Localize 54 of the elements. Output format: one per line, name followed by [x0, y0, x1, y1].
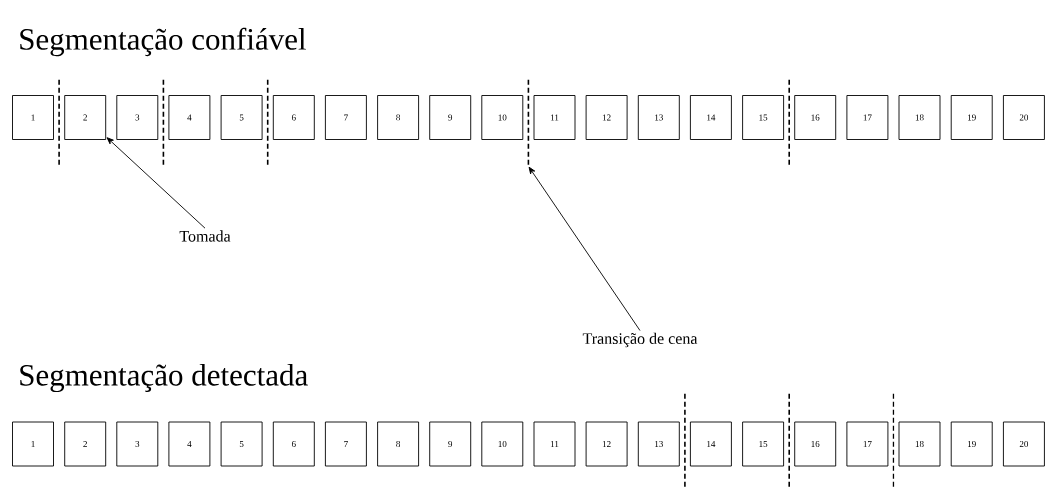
frame-box: 20: [1002, 421, 1045, 467]
frame-box: 1: [12, 95, 54, 140]
frame-box: 11: [533, 421, 576, 467]
frame-box: 16: [794, 95, 837, 140]
frame-box: 8: [377, 95, 420, 140]
frame-box: 15: [742, 95, 785, 140]
dashed-line: [788, 393, 790, 488]
frame-box: 2: [64, 95, 107, 140]
heading: Segmentação confiável: [20, 27, 306, 57]
dashed-line: [788, 79, 790, 167]
frame-box: 2: [64, 421, 107, 467]
frame-box: 9: [429, 95, 472, 140]
frame-box: 5: [220, 95, 263, 140]
heading: Segmentação detectada: [20, 363, 308, 393]
frame-box: 6: [272, 421, 315, 467]
dashed-line: [162, 79, 165, 167]
frame-box: 12: [585, 421, 628, 467]
frame-box: 18: [898, 95, 941, 140]
frame-box: 9: [429, 421, 472, 467]
frame-box: 17: [846, 421, 889, 467]
frame-box: 3: [116, 421, 159, 467]
dashed-line: [266, 79, 269, 167]
frame-box: 19: [950, 95, 993, 140]
frame-box: 13: [637, 95, 680, 140]
frame-box: 6: [272, 95, 315, 140]
frame-box: 8: [377, 421, 420, 467]
frame-box: 16: [794, 421, 837, 467]
frame-box: 19: [950, 421, 993, 467]
frame-box: 4: [168, 421, 211, 467]
frame-box: 17: [846, 95, 889, 140]
frame-box: 13: [637, 421, 680, 467]
frame-box: 4: [168, 95, 211, 140]
frame-box: 11: [533, 95, 576, 140]
frame-box: 18: [898, 421, 941, 467]
frame-box: 7: [324, 95, 367, 140]
callout-text: Transição de cena: [582, 332, 698, 348]
frame-box: 10: [481, 421, 524, 467]
dashed-line: [684, 393, 686, 488]
frame-box: 14: [689, 421, 732, 467]
dashed-line: [892, 393, 895, 488]
leader-arrow: [528, 166, 641, 331]
dashed-line: [527, 79, 530, 167]
frame-box: 5: [220, 421, 263, 467]
frame-box: 20: [1002, 95, 1045, 140]
frame-box: 10: [481, 95, 524, 140]
frame-box: 3: [116, 95, 159, 140]
frame-box: 15: [742, 421, 785, 467]
dashed-line: [58, 79, 60, 167]
frame-box: 7: [324, 421, 367, 467]
frame-box: 14: [689, 95, 732, 140]
frame-box: 12: [585, 95, 628, 140]
frame-box: 1: [12, 421, 54, 467]
callout-text: Tomada: [179, 230, 231, 242]
leader-arrow: [106, 137, 206, 229]
